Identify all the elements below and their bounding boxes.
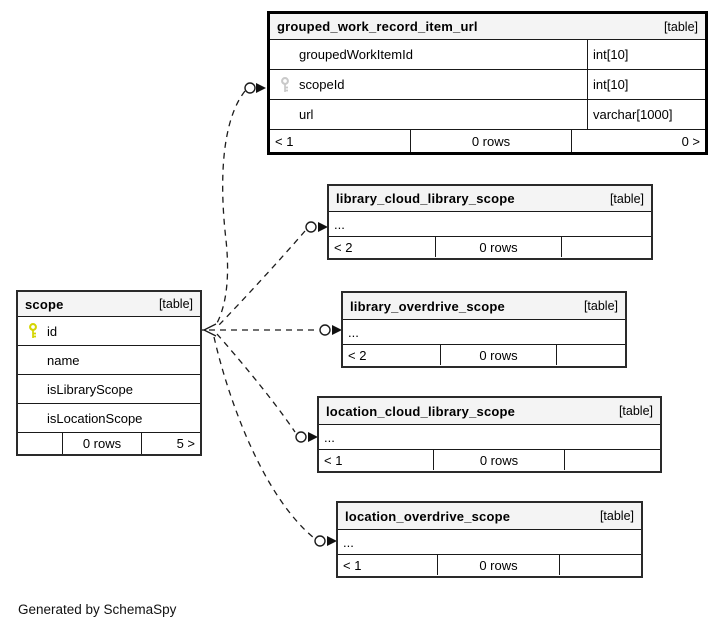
footer-rowcount: 0 rows xyxy=(440,345,556,365)
scope-id-anchor xyxy=(202,323,217,337)
column-row: isLocationScope xyxy=(18,403,200,432)
columns-ellipsis: ... xyxy=(343,319,625,344)
relationship-scope-location_cloud_library_scope xyxy=(216,333,318,443)
column-name: id xyxy=(47,323,58,339)
column-row: isLibraryScope xyxy=(18,374,200,403)
table-footer: < 1 0 rows 0 > xyxy=(270,129,705,152)
column-row: url varchar[1000] xyxy=(270,99,705,129)
table-header: scope [table] xyxy=(18,292,200,316)
column-name: isLibraryScope xyxy=(47,381,133,397)
column-name: isLocationScope xyxy=(47,410,143,426)
footer-parents: < 2 xyxy=(348,347,367,363)
table-footer: < 2 0 rows xyxy=(329,236,651,257)
table-box-scope[interactable]: scope [table] id name isLibraryScope isL… xyxy=(16,290,202,456)
footer-rowcount: 0 rows xyxy=(62,433,141,454)
columns-ellipsis: ... xyxy=(319,424,660,449)
footer-children xyxy=(556,345,625,365)
relationship-scope-location_overdrive_scope xyxy=(213,336,337,547)
table-tag: [table] xyxy=(583,299,618,313)
column-name: url xyxy=(299,107,314,122)
arrowhead-icon xyxy=(332,325,342,335)
column-row: groupedWorkItemId int[10] xyxy=(270,39,705,69)
footer-parents: < 1 xyxy=(343,557,362,573)
footer-parents: < 1 xyxy=(275,133,294,149)
columns-ellipsis: ... xyxy=(338,529,641,554)
footer-rowcount: 0 rows xyxy=(435,237,561,257)
generator-credit: Generated by SchemaSpy xyxy=(18,602,177,617)
arrowhead-icon xyxy=(308,432,318,442)
table-footer: 0 rows 5 > xyxy=(18,432,200,454)
zero-cardinality-circle xyxy=(314,535,326,547)
column-type: int[10] xyxy=(587,70,705,99)
table-header: library_overdrive_scope [table] xyxy=(343,293,625,319)
foreign-key-icon xyxy=(281,76,289,92)
footer-rowcount: 0 rows xyxy=(437,555,559,575)
relationship-scope-grouped_work_record_item_url xyxy=(215,82,266,326)
footer-parents xyxy=(18,433,62,454)
table-box-grouped-work-record-item-url[interactable]: grouped_work_record_item_url [table] gro… xyxy=(267,11,708,155)
footer-children: 0 > xyxy=(571,130,705,152)
column-name: name xyxy=(47,352,80,368)
zero-cardinality-circle xyxy=(305,221,317,233)
arrowhead-icon xyxy=(327,536,337,546)
zero-cardinality-circle xyxy=(319,324,331,336)
table-header: grouped_work_record_item_url [table] xyxy=(270,14,705,39)
table-box-library-cloud-library-scope[interactable]: library_cloud_library_scope [table] ... … xyxy=(327,184,653,260)
table-footer: < 1 0 rows xyxy=(338,554,641,575)
footer-parents: < 2 xyxy=(334,239,353,255)
table-title[interactable]: library_cloud_library_scope xyxy=(336,191,515,206)
table-header: library_cloud_library_scope [table] xyxy=(329,186,651,211)
footer-parents: < 1 xyxy=(324,452,343,468)
table-box-location-cloud-library-scope[interactable]: location_cloud_library_scope [table] ...… xyxy=(317,396,662,473)
arrowhead-icon xyxy=(256,83,266,93)
zero-cardinality-circle xyxy=(295,431,307,443)
key-slot xyxy=(23,323,43,339)
footer-children: 5 > xyxy=(141,433,200,454)
arrowhead-icon xyxy=(318,222,328,232)
table-box-location-overdrive-scope[interactable]: location_overdrive_scope [table] ... < 1… xyxy=(336,501,643,578)
key-slot xyxy=(275,76,295,93)
footer-children xyxy=(561,237,651,257)
relationship-scope-library_cloud_library_scope xyxy=(218,221,328,326)
column-row: name xyxy=(18,345,200,374)
table-title[interactable]: library_overdrive_scope xyxy=(350,298,505,314)
column-type: varchar[1000] xyxy=(587,100,705,129)
table-tag: [table] xyxy=(609,191,644,206)
column-type: int[10] xyxy=(587,40,705,69)
column-row: id xyxy=(18,316,200,345)
column-name: groupedWorkItemId xyxy=(299,47,413,62)
table-title[interactable]: scope xyxy=(25,296,64,312)
table-header: location_overdrive_scope [table] xyxy=(338,503,641,529)
table-footer: < 1 0 rows xyxy=(319,449,660,470)
table-tag: [table] xyxy=(158,297,193,311)
table-title[interactable]: location_overdrive_scope xyxy=(345,508,511,524)
table-header: location_cloud_library_scope [table] xyxy=(319,398,660,424)
footer-children xyxy=(559,555,641,575)
relationship-scope-library_overdrive_scope xyxy=(209,324,342,336)
primary-key-icon xyxy=(29,323,37,338)
table-box-library-overdrive-scope[interactable]: library_overdrive_scope [table] ... < 2 … xyxy=(341,291,627,368)
columns-ellipsis: ... xyxy=(329,211,651,236)
table-title[interactable]: grouped_work_record_item_url xyxy=(277,19,478,34)
footer-rowcount: 0 rows xyxy=(410,130,571,152)
zero-cardinality-circle xyxy=(244,82,256,94)
table-title[interactable]: location_cloud_library_scope xyxy=(326,403,516,419)
footer-children xyxy=(564,450,660,470)
footer-rowcount: 0 rows xyxy=(433,450,564,470)
table-tag: [table] xyxy=(663,19,698,34)
column-name: scopeId xyxy=(299,77,345,92)
column-row: scopeId int[10] xyxy=(270,69,705,99)
table-footer: < 2 0 rows xyxy=(343,344,625,365)
table-tag: [table] xyxy=(599,509,634,523)
table-tag: [table] xyxy=(618,404,653,418)
